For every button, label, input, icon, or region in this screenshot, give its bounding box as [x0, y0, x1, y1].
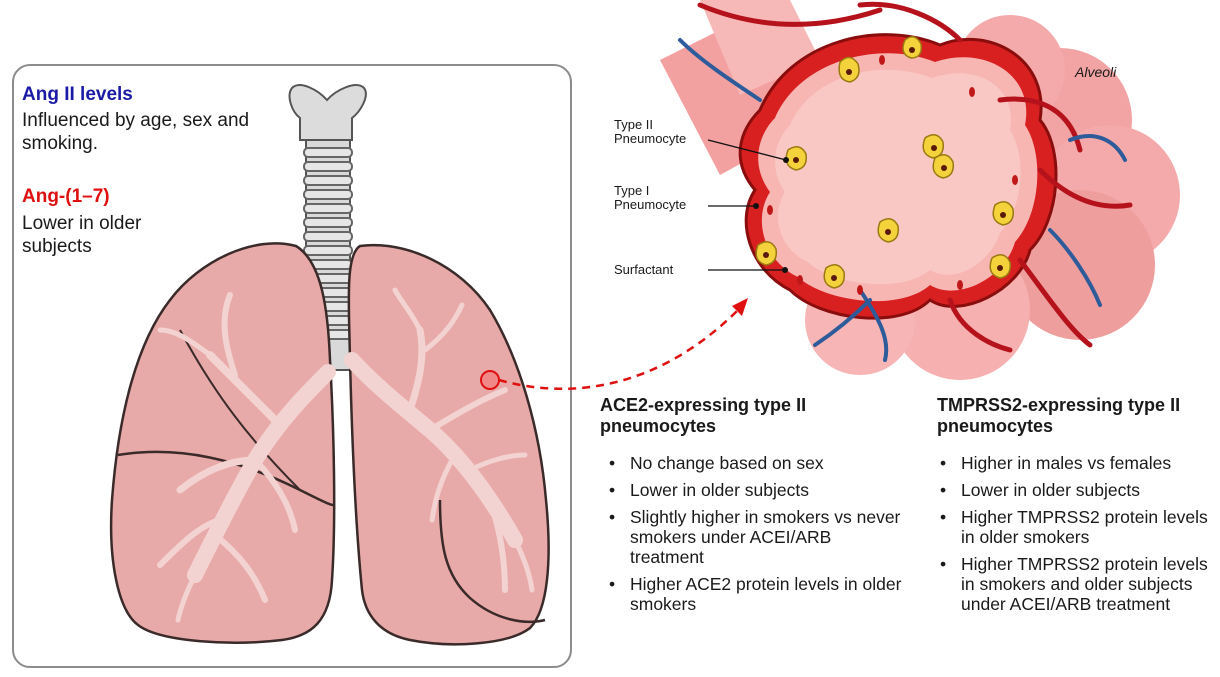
- tmprss2-bullet: Higher TMPRSS2 protein levels in older s…: [937, 507, 1212, 547]
- ace2-bullet: No change based on sex: [606, 453, 906, 473]
- highlight-circle: [481, 371, 499, 389]
- ace2-bullet: Higher ACE2 protein levels in older smok…: [606, 574, 906, 614]
- tmprss2-bullet-list: Higher in males vs females Lower in olde…: [937, 453, 1212, 621]
- tmprss2-bullet: Lower in older subjects: [937, 480, 1212, 500]
- ace2-bullet: Slightly higher in smokers vs never smok…: [606, 507, 906, 567]
- dashed-arrow: [499, 306, 742, 389]
- alveoli-illustration: [660, 0, 1180, 380]
- alveoli-label: Alveoli: [1075, 64, 1116, 80]
- tmprss2-bullet: Higher TMPRSS2 protein levels in smokers…: [937, 554, 1212, 614]
- ace2-bullet-list: No change based on sex Lower in older su…: [606, 453, 906, 621]
- right-lung: [349, 245, 549, 644]
- left-lung: [111, 243, 334, 642]
- tmprss2-bullet: Higher in males vs females: [937, 453, 1212, 473]
- surfactant-label: Surfactant: [614, 263, 673, 277]
- ace2-bullet: Lower in older subjects: [606, 480, 906, 500]
